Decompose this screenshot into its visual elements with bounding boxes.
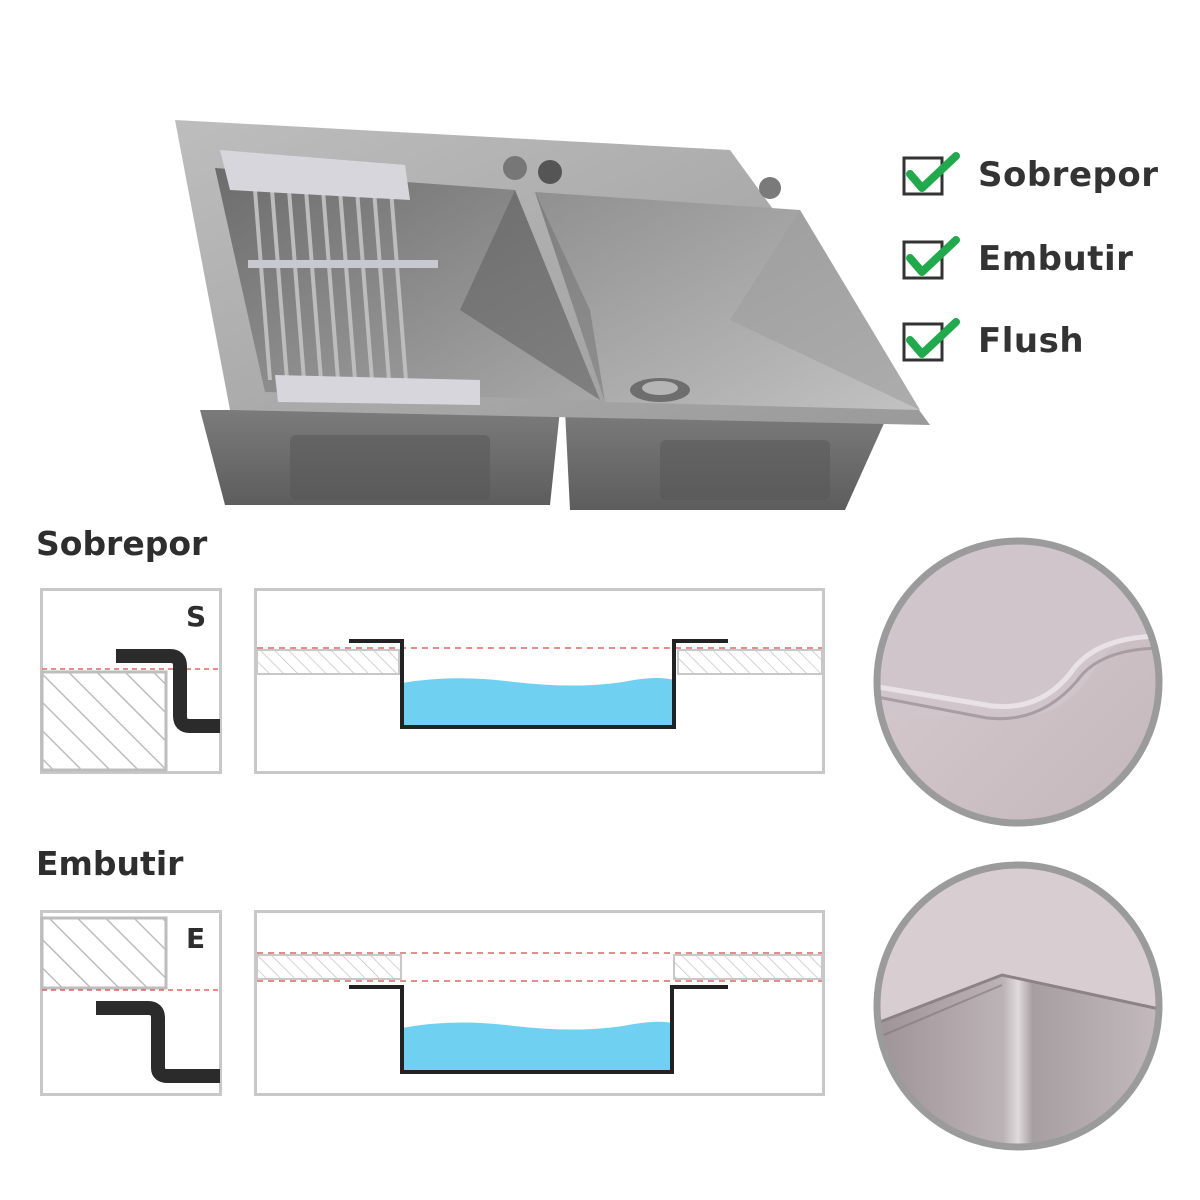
sobrepor-closeup-photo — [873, 537, 1163, 827]
check-icon — [902, 152, 960, 196]
embutir-section-diagram — [254, 910, 825, 1096]
feature-label: Flush — [978, 321, 1085, 361]
embutir-letter: E — [186, 922, 206, 955]
check-icon — [902, 236, 960, 280]
feature-flush: Flush — [902, 318, 1084, 364]
feature-embutir: Embutir — [902, 236, 1133, 282]
sobrepor-section-diagram — [254, 588, 825, 774]
check-icon — [902, 318, 960, 362]
sobrepor-letter: S — [186, 600, 207, 633]
feature-label: Embutir — [978, 239, 1134, 279]
embutir-detail-diagram — [40, 910, 222, 1096]
section-title-embutir: Embutir — [36, 844, 184, 883]
feature-label: Sobrepor — [978, 155, 1159, 195]
feature-sobrepor: Sobrepor — [902, 152, 1158, 198]
embutir-closeup-photo — [873, 861, 1163, 1151]
section-title-sobrepor: Sobrepor — [36, 524, 208, 563]
sobrepor-detail-diagram — [40, 588, 222, 774]
sink-product-image — [175, 120, 930, 510]
